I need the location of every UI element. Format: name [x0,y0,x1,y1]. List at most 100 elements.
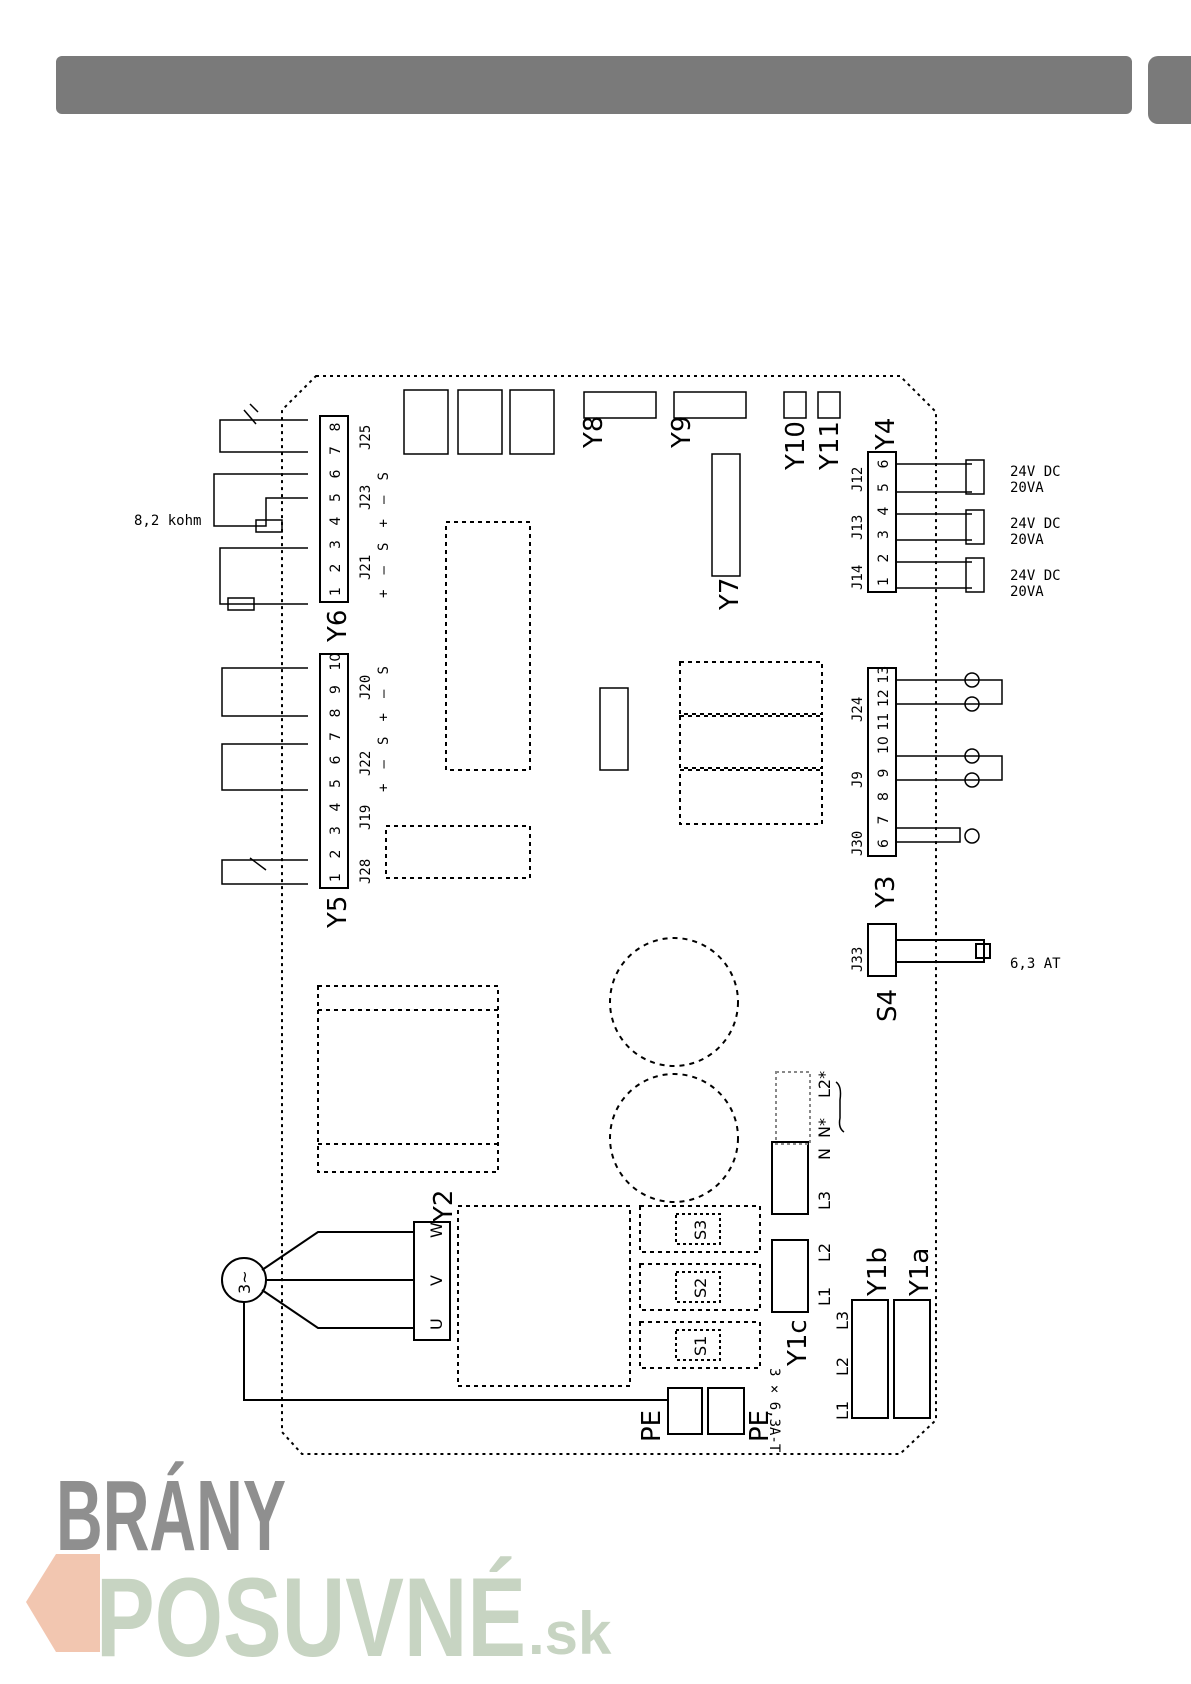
watermark-logo: BRÁNY POSUVNÉ .sk [26,1460,612,1680]
y2-label: Y2 [429,1190,459,1223]
valve-3-voltage: 24V DC [1010,568,1061,584]
small-block [385,825,531,879]
j21-label: J21 [358,555,374,580]
y3-lamps [896,672,1003,844]
s2-label: S2 [691,1278,710,1298]
y3-terminal-4: 10 [876,736,892,754]
j28-label: J28 [358,859,374,884]
y3-terminal-1: 7 [876,816,892,825]
pe-left-terminal [667,1387,703,1435]
s4-label: S4 [873,989,903,1022]
y6-polarity-1: – [376,566,392,575]
y3-terminal-0: 6 [876,839,892,848]
n-l3: L3 [815,1191,834,1210]
y5-polarity-4: – [376,689,392,698]
y6-polarity-3: + [376,519,392,527]
y10-label: Y10 [781,421,811,471]
y4-terminal-2: 3 [876,530,892,539]
y4-terminal-3: 4 [876,507,892,516]
y5-terminal-3: 4 [328,803,344,812]
y6-polarity-5: S [376,472,392,480]
contactor-block [457,1205,631,1387]
y5-polarity-1: – [376,760,392,769]
y3-terminal-6: 12 [876,689,892,707]
valve-3-power: 20VA [1010,584,1044,600]
y5-terminal-7: 8 [328,709,344,718]
j22-label: J22 [358,751,374,776]
y4-terminal-5: 6 [876,460,892,469]
valve-2-power: 20VA [1010,532,1044,548]
y6-terminal-1: 2 [328,564,344,573]
j24-label: J24 [850,697,866,722]
y6-polarity-0: + [376,590,392,598]
y7-label: Y7 [715,578,745,611]
ic-block [445,521,531,771]
y5-label: Y5 [323,896,353,929]
j13-label: J13 [850,515,866,540]
phase-w: W [427,1222,446,1238]
y3-label: Y3 [871,876,901,909]
j25-label: J25 [358,425,374,450]
y1c-connector [771,1239,809,1313]
valve-1-voltage: 24V DC [1010,464,1061,480]
y5-terminal-4: 5 [328,779,344,788]
y4-terminal-4: 5 [876,483,892,492]
watermark-line2: POSUVNÉ [96,1555,526,1680]
y5-terminal-2: 3 [328,826,344,835]
pe-left-label: PE [637,1410,667,1442]
y5-polarity: +–S+–S [376,666,392,792]
y6-terminal-3: 4 [328,517,344,526]
y6-polarity: +–S+–S [376,472,392,598]
y5-terminal-9: 10 [328,653,344,671]
valve-2-voltage: 24V DC [1010,516,1061,532]
y5-terminal-8: 9 [328,685,344,694]
motor-symbol-text: 3~ [235,1270,254,1294]
y4-terminal-strip [867,451,897,593]
phase-u: U [427,1318,446,1330]
resistor-label: 8,2 kohm [134,513,201,529]
y11-connector [817,391,841,419]
y3-terminal-strip [867,667,897,857]
s3-label: S3 [691,1220,710,1240]
y6-terminal-7: 8 [328,423,344,432]
fuse-s4-rating: 6,3 AT [1010,956,1061,972]
y3-terminal-3: 9 [876,769,892,778]
seven-segment-display [403,389,555,455]
y5-terminal-6: 7 [328,732,344,741]
small-connector-grid [599,687,629,771]
j12-label: J12 [850,467,866,492]
capacitor-2 [609,1073,739,1203]
y1a-l1: L1 [833,1401,852,1420]
y6-terminal-strip [319,415,349,603]
n-l3-connector [771,1141,809,1215]
n-star: N* [815,1118,834,1138]
y4-terminal-1: 2 [876,554,892,563]
y5-terminal-strip [319,653,349,889]
header-bar [56,56,1132,114]
y5-polarity-3: + [376,713,392,721]
y1a-l2: L2 [833,1357,852,1376]
y5-polarity-2: S [376,737,392,745]
relay-3 [679,769,823,825]
y10-connector [783,391,807,419]
y11-label: Y11 [815,421,845,471]
y1a-l3: L3 [833,1311,852,1330]
y5-polarity-0: + [376,784,392,792]
y1c-l1: L1 [815,1287,834,1306]
y6-terminal-2: 3 [328,540,344,549]
y8-connector [583,391,657,419]
y1c-label: Y1c [783,1319,813,1367]
valve-1-power: 20VA [1010,480,1044,496]
y9-label: Y9 [667,416,697,449]
j9-label: J9 [850,771,866,788]
y1a-label: Y1a [905,1248,935,1297]
j20-label: J20 [358,675,374,700]
y6-terminal-5: 6 [328,470,344,479]
y6-terminal-6: 7 [328,446,344,455]
j23-label: J23 [358,485,374,510]
